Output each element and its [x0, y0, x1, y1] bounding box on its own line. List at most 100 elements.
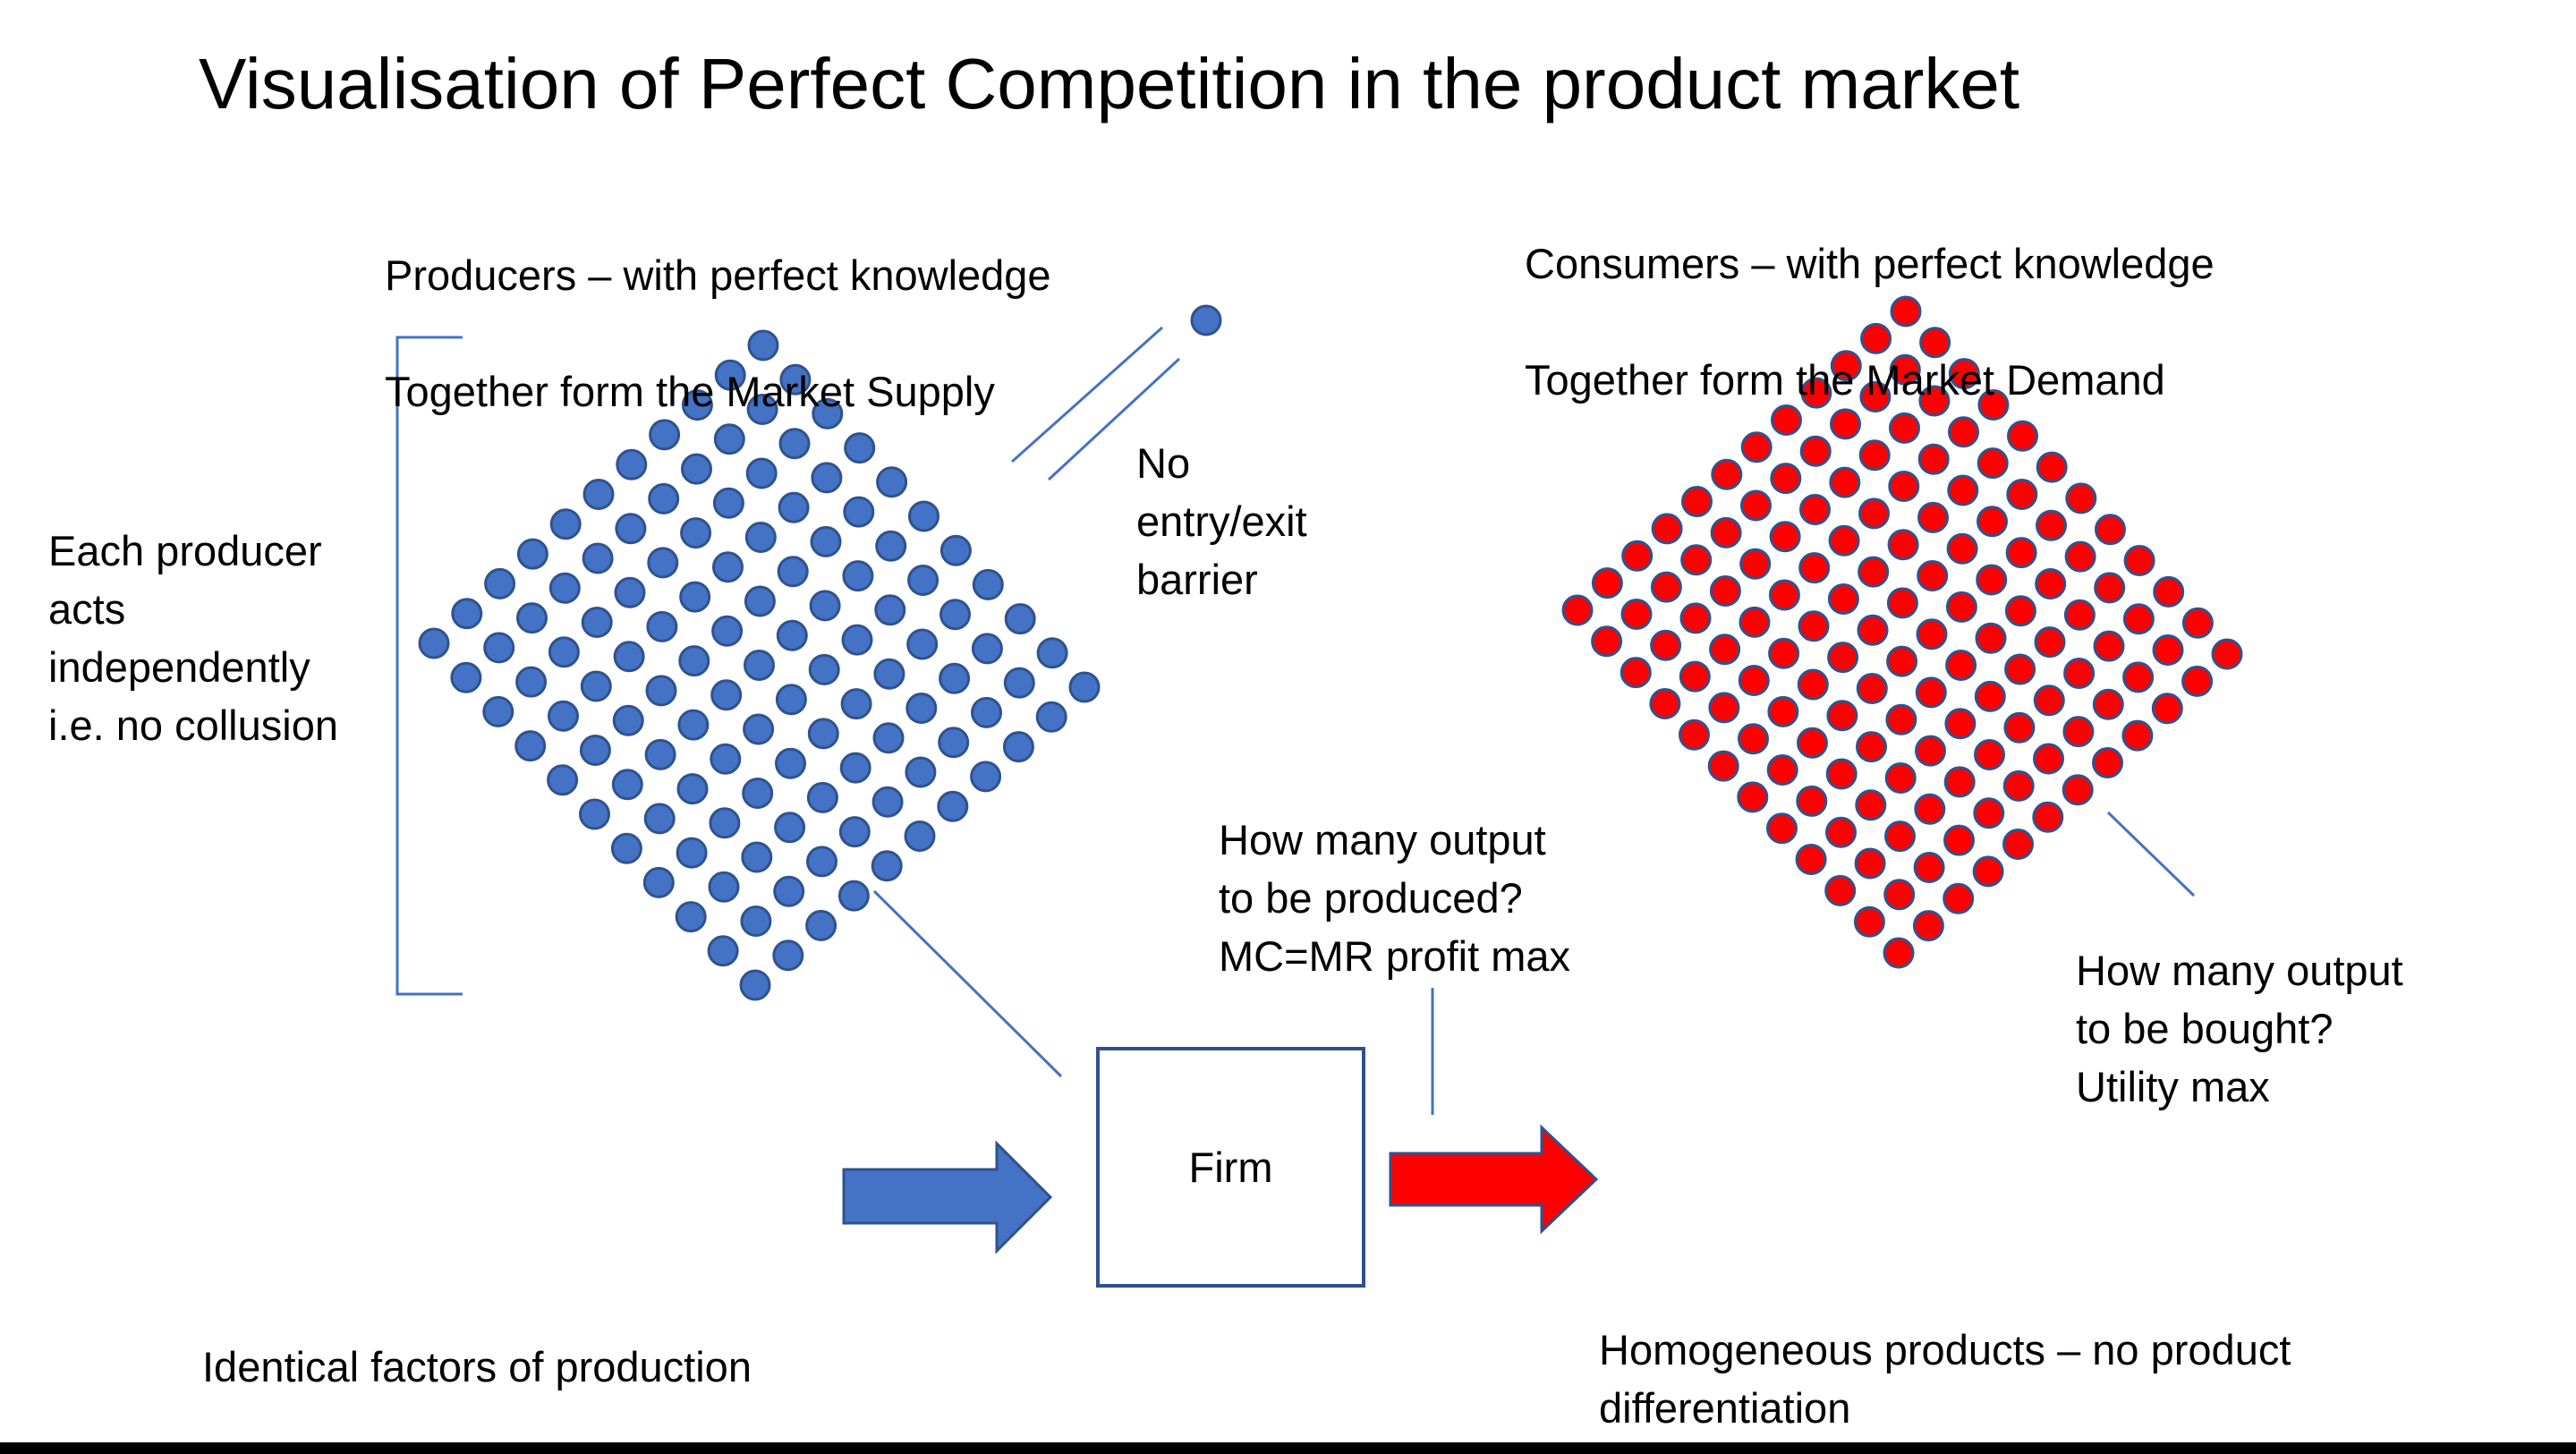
- producer-dot: [418, 627, 450, 659]
- consumer-dot: [1946, 532, 1978, 565]
- consumer-dot: [1740, 489, 1772, 522]
- producer-dot: [906, 628, 939, 660]
- consumer-dot: [1859, 381, 1892, 412]
- consumer-dot: [1739, 606, 1771, 638]
- producer-dot: [708, 871, 740, 903]
- products-label: Homogeneous products – no product differ…: [1599, 1326, 2291, 1432]
- producer-dot: [805, 909, 837, 941]
- consumer-dot: [1888, 471, 1920, 502]
- consumer-dot: [1711, 458, 1743, 490]
- consumer-dot: [1913, 852, 1945, 883]
- consumer-dot: [1650, 571, 1682, 603]
- producers-heading: Producers – with perfect knowledge Toget…: [385, 188, 1051, 479]
- consumer-dot: [1858, 497, 1890, 530]
- producer-dot: [613, 641, 645, 673]
- producer-dot: [482, 695, 514, 727]
- consumer-dot: [1917, 560, 1949, 591]
- consumer-dot: [2005, 537, 2037, 569]
- barrier-line-2: [1047, 357, 1181, 481]
- producer-question: How many output to be produced? MC=MR pr…: [1219, 816, 1571, 980]
- producer-dot: [579, 798, 610, 830]
- consumer-dot: [1948, 358, 1980, 390]
- consumer-dot: [1948, 416, 1979, 448]
- consumer-dot: [1917, 501, 1949, 533]
- producer-dot: [579, 735, 611, 766]
- producer-dot: [775, 747, 806, 779]
- producer-dot: [875, 530, 907, 562]
- consumers-heading-line2: Together form the Market Demand: [1525, 356, 2165, 404]
- input-arrow: [842, 1140, 1053, 1254]
- consumer-dot: [1856, 673, 1888, 704]
- consumer-dot: [1826, 700, 1858, 732]
- producer-dot: [712, 551, 744, 583]
- consumer-question: How many output to be bought? Utility ma…: [2076, 947, 2403, 1110]
- producer-dot: [807, 718, 839, 750]
- producer-dot: [743, 713, 775, 745]
- producer-dot: [612, 704, 644, 736]
- consumer-dot: [1860, 322, 1892, 354]
- consumer-dot: [1977, 389, 2010, 421]
- consumer-dot: [1825, 758, 1858, 790]
- producer-dot: [549, 508, 582, 540]
- producer-dot: [971, 633, 1003, 665]
- consumer-dot: [1883, 879, 1916, 911]
- consumer-dot: [1827, 642, 1859, 674]
- consumer-dot-grid: [1561, 295, 2243, 969]
- output-arrow: [1389, 1124, 1599, 1235]
- producer-dot: [907, 565, 939, 596]
- slide-title: Visualisation of Perfect Competition in …: [199, 44, 2020, 123]
- producer-dot: [844, 432, 876, 464]
- producer-dot: [905, 693, 938, 724]
- consumer-dot: [1886, 587, 1918, 619]
- producer-dot: [712, 487, 744, 519]
- consumer-dot: [1707, 750, 1739, 782]
- producer-dot: [812, 397, 844, 429]
- producer-dot: [939, 599, 971, 631]
- producer-dot: [842, 560, 874, 592]
- consumer-dot: [2036, 509, 2067, 541]
- consumer-dot: [1916, 618, 1948, 650]
- producer-dot: [739, 969, 771, 1001]
- consumer-dot: [1947, 474, 1979, 506]
- consumer-dot: [1798, 552, 1831, 584]
- consumer-dot: [1739, 548, 1772, 580]
- consumer-dot: [1827, 583, 1859, 615]
- independence-note: Each producer acts independently i.e. no…: [48, 527, 338, 749]
- producer-dot: [972, 568, 1004, 600]
- producer-dot: [1004, 603, 1036, 635]
- producer-dot: [644, 738, 676, 770]
- producer-dot: [873, 658, 905, 690]
- consumer-dot: [1681, 486, 1713, 517]
- producer-dot: [483, 632, 515, 664]
- producer-dot: [871, 850, 903, 882]
- producer-dot: [710, 743, 742, 775]
- producer-dot: [779, 363, 812, 395]
- factors-label: Identical factors of production: [202, 1343, 752, 1390]
- consumer-dot: [1769, 521, 1801, 553]
- producer-bracket: [395, 336, 463, 996]
- producer-dot: [514, 730, 547, 762]
- producer-dot: [744, 522, 777, 553]
- consumer-dot: [2036, 451, 2068, 483]
- producer-to-firm-line: [872, 889, 1063, 1078]
- producer-dot: [876, 466, 908, 498]
- producer-dot: [741, 841, 773, 873]
- consumer-dot: [2092, 688, 2124, 720]
- consumer-dot: [1799, 435, 1832, 467]
- consumer-dot: [1973, 797, 2005, 829]
- consumer-dot: [2002, 829, 2034, 860]
- consumer-dot: [1857, 614, 1889, 646]
- producer-dot: [610, 832, 642, 864]
- producer-dot: [874, 594, 906, 626]
- producer-dot: [811, 462, 843, 494]
- producer-dot: [647, 547, 679, 579]
- producer-dot: [742, 778, 774, 809]
- producer-dot: [843, 496, 875, 528]
- consumer-dot: [2032, 801, 2064, 833]
- producer-dot: [450, 661, 482, 693]
- consumer-dot: [1621, 540, 1654, 572]
- consumer-dot: [2151, 693, 2183, 725]
- producer-dot: [1036, 637, 1068, 669]
- consumer-dot: [1943, 824, 1975, 856]
- consumer-dot: [1797, 668, 1829, 701]
